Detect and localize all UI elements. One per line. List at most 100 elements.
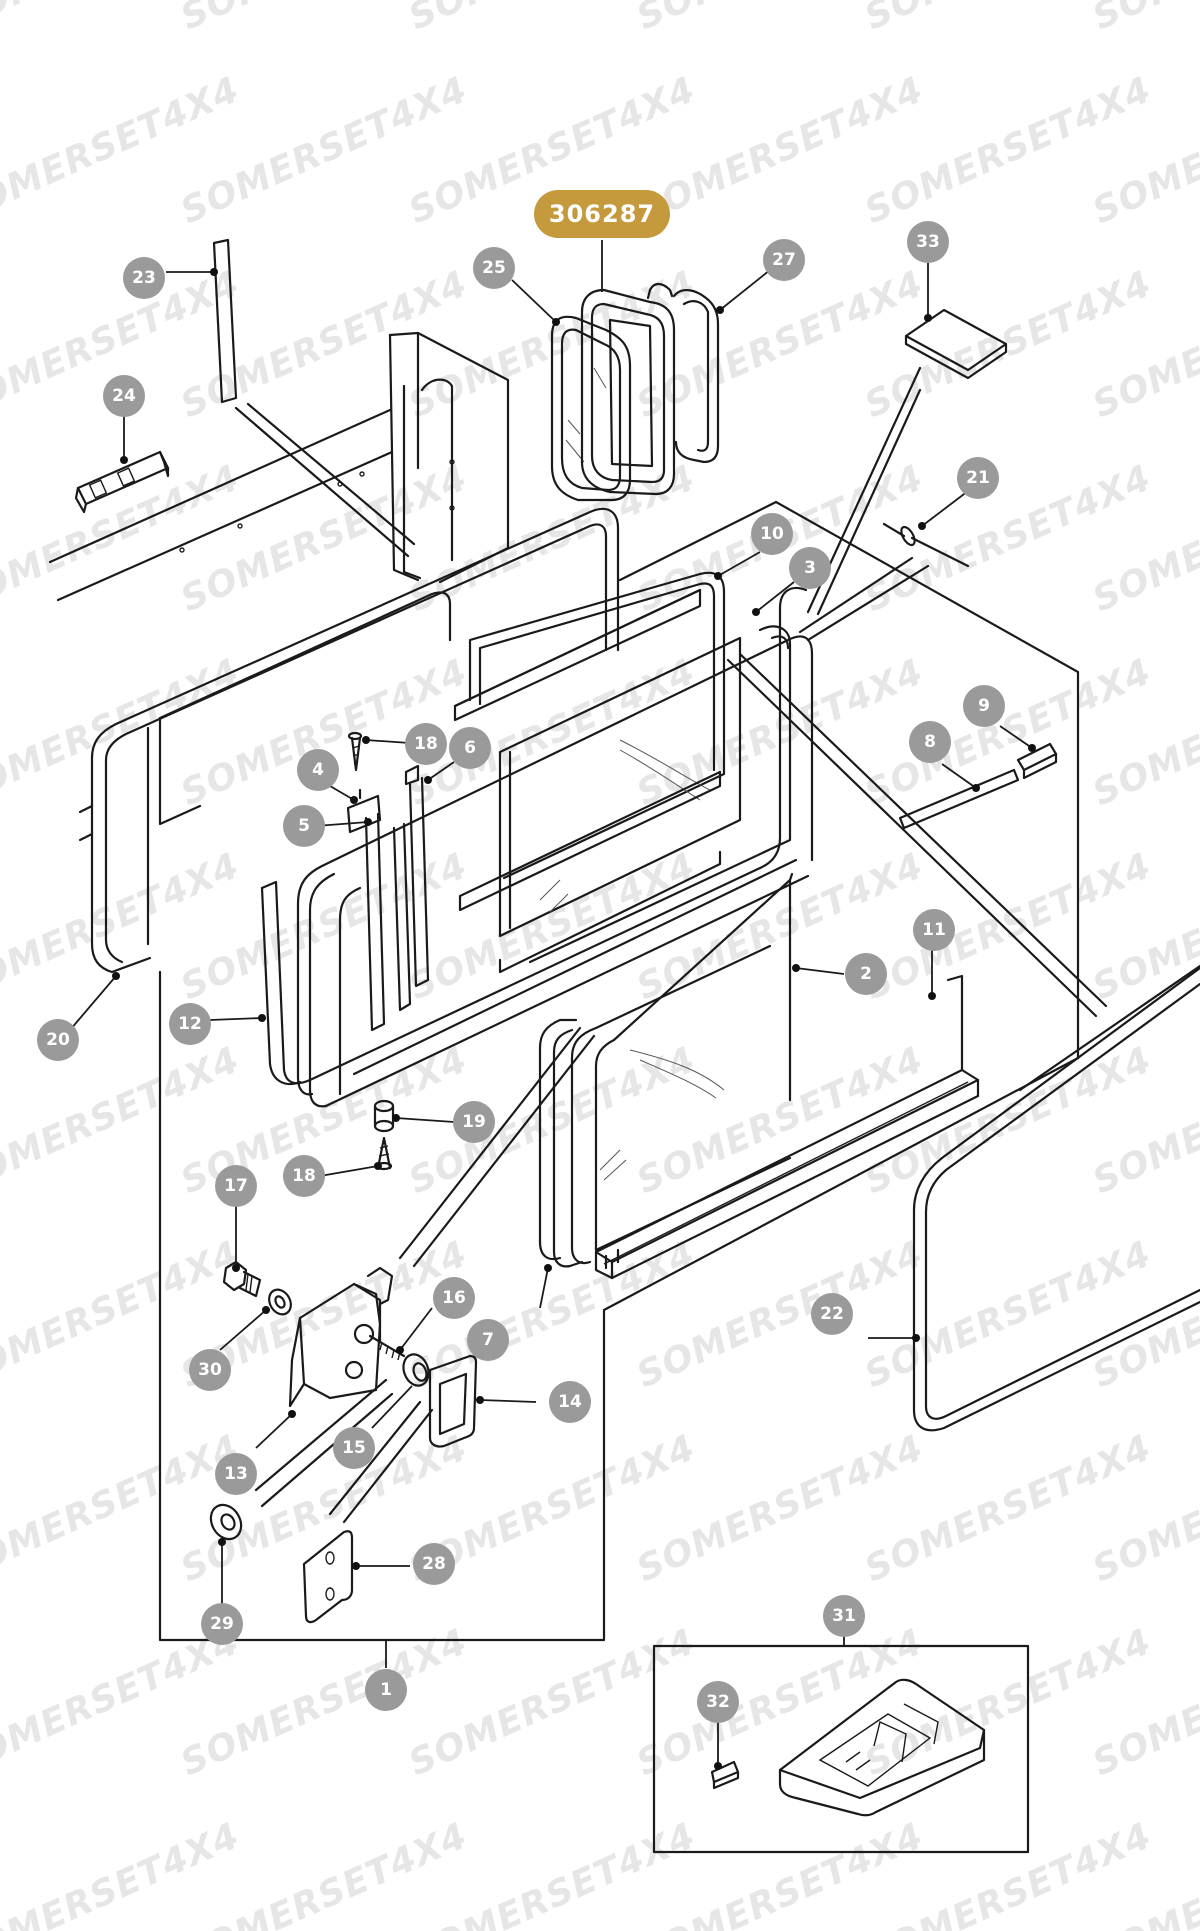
callout-29-label: 29 [210,1614,234,1634]
callout-23-label: 23 [132,268,156,288]
callout-15-label: 15 [342,1438,366,1458]
callout-27[interactable]: 27 [763,239,805,281]
callout-25-label: 25 [482,258,506,278]
callout-33[interactable]: 33 [907,221,949,263]
part-12-seal-frame [260,586,814,1108]
body-rear-outline [158,500,1200,1642]
callout-33-label: 33 [916,232,940,252]
callout-22-label: 22 [820,1304,844,1324]
callout-5[interactable]: 5 [283,805,325,847]
part-4-5-retainer [346,764,430,1032]
line-art [48,238,1200,1854]
callout-28-label: 28 [422,1554,446,1574]
callout-10-label: 10 [760,524,784,544]
callout-8[interactable]: 8 [909,721,951,763]
part-19-bush [373,1099,395,1133]
callout-10[interactable]: 10 [751,513,793,555]
callout-2-label: 2 [860,964,872,984]
part-9-block [1016,742,1058,780]
callout-23[interactable]: 23 [123,257,165,299]
part-18-screw-upper [347,731,363,772]
callout-7[interactable]: 7 [467,1319,509,1361]
part-30-washer [268,1288,292,1316]
callout-27-label: 27 [772,250,796,270]
callout-19[interactable]: 19 [453,1101,495,1143]
callout-18-upper[interactable]: 18 [405,723,447,765]
callout-13-label: 13 [224,1464,248,1484]
leader-strokes [254,366,1108,1524]
callout-4[interactable]: 4 [297,749,339,791]
callout-21-label: 21 [966,468,990,488]
part-14-handle-pad [428,1354,478,1448]
callout-3[interactable]: 3 [789,547,831,589]
part-number-badge[interactable]: 306287 [534,190,670,238]
part-15-bush [402,1353,430,1387]
part-28-plate [302,1530,354,1624]
watermark-text: SOMERSET4X4 [0,1815,246,1931]
callout-4-label: 4 [312,760,324,780]
callout-6[interactable]: 6 [449,727,491,769]
callout-24[interactable]: 24 [103,375,145,417]
callout-12[interactable]: 12 [169,1003,211,1045]
callout-32-label: 32 [706,1692,730,1712]
callout-18-lower-label: 18 [292,1166,316,1186]
callout-31-label: 31 [832,1606,856,1626]
part-13-latch-body [288,1266,394,1408]
callout-11-label: 11 [922,920,946,940]
callout-30-label: 30 [198,1360,222,1380]
callout-13[interactable]: 13 [215,1453,257,1495]
callout-14-label: 14 [558,1392,582,1412]
callout-20-label: 20 [46,1030,70,1050]
callout-14[interactable]: 14 [549,1381,591,1423]
part-6-strip [453,588,702,722]
callout-29[interactable]: 29 [201,1603,243,1645]
callout-2[interactable]: 2 [845,953,887,995]
part-20-large-seal [78,507,620,974]
callout-9-label: 9 [978,696,990,716]
body-side-panel [48,331,510,602]
callout-16-label: 16 [442,1288,466,1308]
part-11-rail [594,974,980,1280]
part-number-label: 306287 [549,200,655,228]
callout-7-label: 7 [482,1330,494,1350]
callout-15[interactable]: 15 [333,1427,375,1469]
callout-19-label: 19 [462,1112,486,1132]
part-27-seal [646,282,720,464]
part-306287-seal [580,288,676,496]
callout-16[interactable]: 16 [433,1277,475,1319]
callout-20[interactable]: 20 [37,1019,79,1061]
callout-9[interactable]: 9 [963,685,1005,727]
callout-31[interactable]: 31 [823,1595,865,1637]
callout-5-label: 5 [298,816,310,836]
part-3-glass-panel [458,625,792,974]
part-29-bush [209,1503,243,1541]
callout-markers: 1 2 3 4 5 6 7 8 9 10 11 12 13 14 15 16 1… [37,221,1005,1723]
callout-21[interactable]: 21 [957,457,999,499]
inset-box [652,1644,1030,1854]
callout-25[interactable]: 25 [473,247,515,289]
watermark-text: SOMERSET4X4 [1087,0,1200,38]
part-17-bolt [222,1260,262,1298]
part-number-badge-background [534,190,670,238]
part-22-seal [912,966,1200,1432]
callout-12-label: 12 [178,1014,202,1034]
callout-17[interactable]: 17 [215,1165,257,1207]
callout-1-label: 1 [380,1680,392,1700]
callout-17-label: 17 [224,1176,248,1196]
callout-30[interactable]: 30 [189,1349,231,1391]
callout-28[interactable]: 28 [413,1543,455,1585]
callout-32[interactable]: 32 [697,1681,739,1723]
callout-11[interactable]: 11 [913,909,955,951]
callout-3-label: 3 [804,558,816,578]
callout-24-label: 24 [112,386,136,406]
callout-8-label: 8 [924,732,936,752]
part-24-channel [74,450,170,514]
callout-18-upper-label: 18 [414,734,438,754]
callout-1[interactable]: 1 [365,1669,407,1711]
callout-6-label: 6 [464,738,476,758]
callout-18-lower[interactable]: 18 [283,1155,325,1197]
callout-22[interactable]: 22 [811,1293,853,1335]
callout-leaders [69,240,1036,1770]
